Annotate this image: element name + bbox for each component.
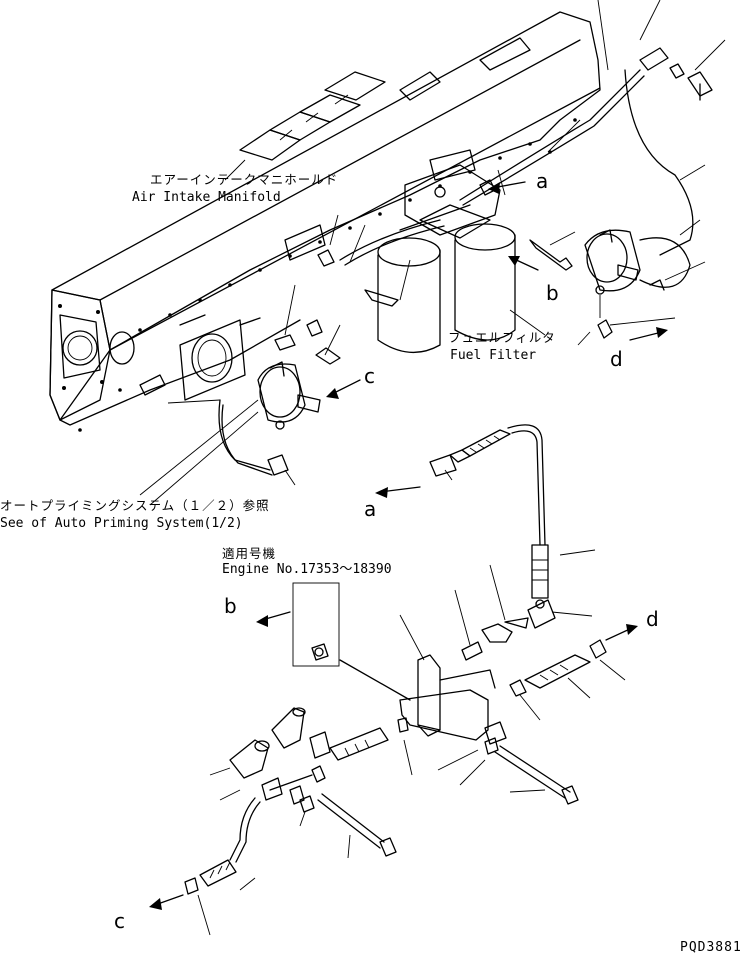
air-intake-manifold [49,11,601,432]
applicable-units-label-jp: 適用号機 [222,546,277,561]
intake-ports [239,37,531,161]
manifold-flange [179,314,261,401]
connector-c-upper: c [364,364,375,388]
manifold-bracket [284,224,326,261]
filter-bracket [339,614,496,741]
small-fitting [454,589,483,661]
connector-c-lower: c [114,909,125,933]
auto-priming-label: See of Auto Priming System(1/2) [0,516,243,531]
fuel-filter-label-jp: フュエルフィルタ [448,330,556,345]
connector-b-lower: b [224,594,237,618]
fuel-hoses-upper [218,47,694,476]
priming-pump-upper [584,229,691,339]
callout-lines [139,159,546,506]
manifold-bolt-holes [78,118,577,432]
lower-left-hardware [149,707,397,936]
rod-to-d [509,624,638,721]
fuel-filter-label: Fuel Filter [450,348,537,363]
lower-long-bolt [397,717,579,805]
fuel-filter [377,164,516,354]
connector-arrows-upper [326,181,668,399]
connector-d-lower: d [646,607,659,631]
connector-a-upper: a [536,169,549,193]
connector-d-upper: d [610,347,623,371]
connector-b-upper: b [546,281,559,305]
manifold-end-face [49,289,135,421]
hose-elbow [527,544,596,629]
connector-a-lower: a [364,497,377,521]
drawing-code: PQD3881 [680,940,742,955]
leader-lines-upper [167,0,726,486]
auto-priming-label-jp: オートプライミングシステム（１／２）参照 [0,498,270,513]
air-intake-manifold-label-jp: エアーインテークマニホールド [150,172,339,187]
shutoff-valve [481,564,529,643]
upper-hardware [274,63,713,365]
fuel-hose-a [375,424,546,546]
engine-range-box [256,582,340,667]
engine-number-range-label: Engine No.17353～18390 [222,562,392,577]
priming-pump-lower [257,361,321,476]
air-intake-manifold-label: Air Intake Manifold [132,190,281,205]
